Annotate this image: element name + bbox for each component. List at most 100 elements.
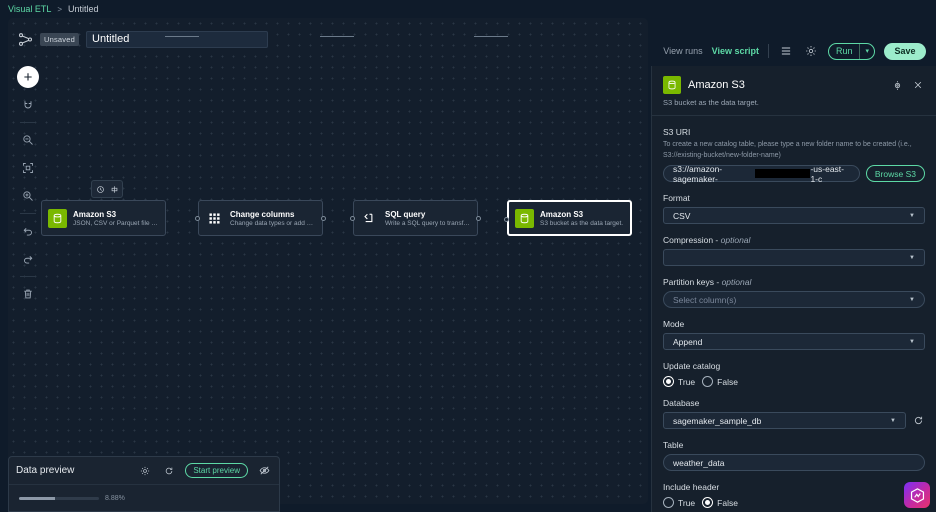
- refresh-icon[interactable]: [161, 463, 177, 479]
- include-header-false-option[interactable]: False: [702, 497, 738, 508]
- edge-2: [320, 36, 354, 37]
- format-select[interactable]: CSV ▼: [663, 207, 925, 224]
- tool-divider-3: [20, 276, 36, 277]
- refresh-icon[interactable]: [912, 414, 925, 427]
- node-amazon-s3-source[interactable]: Amazon S3 JSON, CSV or Parquet file stor…: [41, 200, 202, 236]
- toolbar-divider: [767, 44, 769, 58]
- node-amazon-s3-target[interactable]: Amazon S3 S3 bucket as the data target.: [504, 200, 632, 236]
- close-icon[interactable]: [911, 78, 925, 92]
- table-row-field: weather_data: [663, 454, 925, 471]
- database-select[interactable]: sagemaker_sample_db ▼: [663, 412, 906, 429]
- node-title: Amazon S3: [540, 209, 584, 219]
- node-text: Amazon S3 S3 bucket as the data target.: [540, 210, 623, 227]
- breadcrumb-current: Untitled: [68, 4, 99, 14]
- progress-bar: [19, 496, 99, 500]
- s3-uri-value-suffix: -us-east-1-c: [810, 163, 844, 184]
- magnet-snap-icon[interactable]: [17, 94, 39, 116]
- chevron-down-icon: ▼: [909, 254, 915, 261]
- run-divider: [859, 43, 861, 59]
- unsaved-badge: Unsaved: [40, 32, 80, 46]
- amazon-q-icon: [909, 487, 926, 504]
- update-catalog-label: Update catalog: [663, 361, 721, 371]
- chevron-down-icon: ▼: [909, 296, 915, 303]
- update-catalog-true-option[interactable]: True: [663, 376, 695, 387]
- update-catalog-false-option[interactable]: False: [702, 376, 738, 387]
- node-input-port[interactable]: [504, 217, 509, 222]
- save-button[interactable]: Save: [884, 42, 926, 60]
- gear-icon[interactable]: [803, 43, 819, 59]
- gear-icon[interactable]: [137, 463, 153, 479]
- database-value: sagemaker_sample_db: [673, 415, 762, 426]
- s3-uri-value-prefix: s3://amazon-sagemaker-: [673, 163, 723, 184]
- redo-icon[interactable]: [17, 248, 39, 270]
- data-preview-progress-row: 8.88%: [9, 484, 279, 511]
- node-subtitle: Write a SQL query to transfor...: [385, 219, 471, 227]
- undo-icon[interactable]: [17, 220, 39, 242]
- node-text: Amazon S3 JSON, CSV or Parquet file stor…: [73, 210, 159, 227]
- mode-value: Append: [673, 336, 703, 347]
- node-output-port[interactable]: [476, 216, 481, 221]
- list-icon[interactable]: [778, 43, 794, 59]
- partition-keys-select[interactable]: Select column(s) ▼: [663, 291, 925, 308]
- add-node-button[interactable]: +: [17, 66, 39, 88]
- chevron-down-icon: ▼: [909, 338, 915, 345]
- node-sql-query[interactable]: SQL query Write a SQL query to transfor.…: [350, 200, 481, 236]
- node-input-port[interactable]: [195, 216, 200, 221]
- progress-percent: 8.88%: [105, 494, 125, 502]
- mode-row: Append ▼: [663, 333, 925, 350]
- chevron-down-icon: ▼: [909, 212, 915, 219]
- eye-off-icon[interactable]: [256, 463, 272, 479]
- top-toolbar: View runs View script Run ▾ Save: [663, 40, 936, 62]
- data-preview-panel: Data preview Start preview: [8, 456, 280, 512]
- radio-label: True: [678, 497, 696, 508]
- start-preview-button[interactable]: Start preview: [185, 463, 248, 478]
- history-icon[interactable]: [890, 78, 904, 92]
- zoom-in-icon[interactable]: [17, 185, 39, 207]
- run-button[interactable]: Run ▾: [827, 42, 875, 60]
- node-subtitle: JSON, CSV or Parquet file store...: [73, 219, 159, 227]
- node-subtitle: Change data types or add cust...: [230, 219, 316, 227]
- zoom-out-icon[interactable]: [17, 129, 39, 151]
- edge-1: [165, 36, 199, 37]
- code-icon: [360, 209, 379, 228]
- database-label: Database: [663, 398, 700, 408]
- include-header-true-option[interactable]: True: [663, 497, 695, 508]
- etl-canvas[interactable]: Unsaved Untitled +: [8, 18, 648, 504]
- database-row: sagemaker_sample_db ▼: [663, 412, 925, 429]
- node-change-columns[interactable]: Change columns Change data types or add …: [195, 200, 326, 236]
- mode-label: Mode: [663, 319, 685, 329]
- partition-keys-row: Select column(s) ▼: [663, 291, 925, 308]
- delete-icon[interactable]: [17, 283, 39, 305]
- s3-uri-row: s3://amazon-sagemaker- -us-east-1-c Brow…: [663, 163, 925, 184]
- node-input-port[interactable]: [350, 216, 355, 221]
- mode-select[interactable]: Append ▼: [663, 333, 925, 350]
- radio-button[interactable]: [702, 497, 714, 508]
- config-panel-title: Amazon S3: [688, 79, 745, 91]
- breadcrumb: Visual ETL > Untitled: [0, 0, 936, 18]
- table-input[interactable]: weather_data: [663, 454, 925, 471]
- config-panel-divider: [652, 115, 936, 116]
- amazon-q-assistant-button[interactable]: [904, 482, 930, 508]
- add-branch-icon[interactable]: [108, 183, 120, 195]
- job-name-input[interactable]: Untitled: [86, 30, 269, 48]
- compression-select[interactable]: ▼: [663, 249, 925, 266]
- node-title: SQL query: [385, 209, 426, 219]
- node-output-port[interactable]: [321, 216, 326, 221]
- radio-button[interactable]: [663, 376, 674, 387]
- include-header-label: Include header: [663, 482, 720, 492]
- format-label: Format: [663, 193, 690, 203]
- radio-button[interactable]: [663, 497, 674, 508]
- s3-uri-input[interactable]: s3://amazon-sagemaker- -us-east-1-c: [663, 163, 860, 184]
- view-script-link[interactable]: View script: [711, 46, 759, 56]
- browse-s3-button[interactable]: Browse S3: [865, 165, 925, 182]
- node-action-toolbar[interactable]: [91, 180, 123, 198]
- radio-label: False: [717, 376, 738, 387]
- node-settings-icon[interactable]: [94, 183, 106, 195]
- view-runs-link[interactable]: View runs: [663, 46, 703, 56]
- include-header-radio-group: True False: [663, 497, 925, 508]
- breadcrumb-root-link[interactable]: Visual ETL: [8, 4, 52, 14]
- chevron-down-icon[interactable]: ▾: [865, 48, 869, 55]
- node-subtitle: S3 bucket as the data target.: [540, 219, 624, 227]
- fit-to-screen-icon[interactable]: [17, 157, 39, 179]
- radio-button[interactable]: [702, 376, 714, 387]
